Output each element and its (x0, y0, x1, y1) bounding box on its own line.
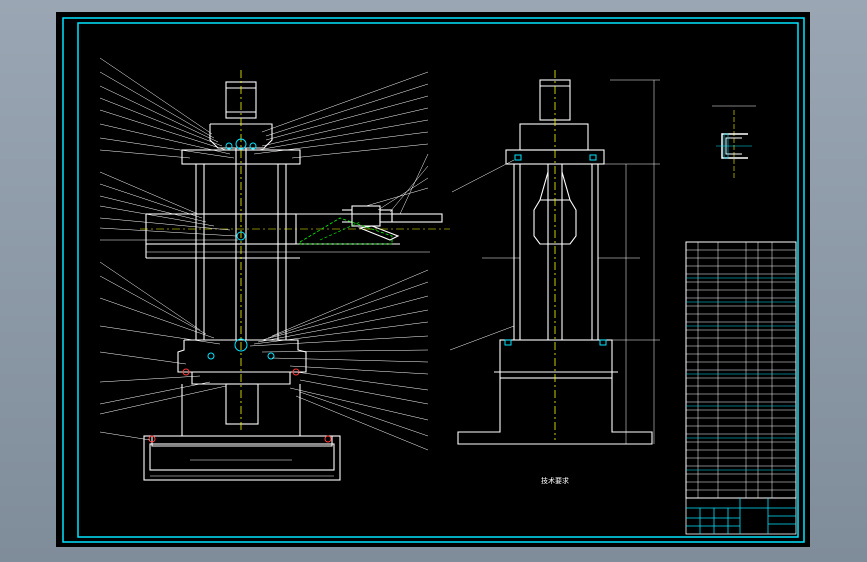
side-slider (533, 199, 577, 245)
side-view (457, 79, 660, 445)
outer-frame (62, 17, 805, 543)
title-block (685, 497, 797, 535)
pedestal-shaft (225, 383, 259, 425)
technical-requirements-title: 技术要求 (541, 477, 569, 485)
side-base-flange (499, 339, 613, 379)
inner-frame (77, 22, 799, 538)
actuator-rod (391, 213, 443, 223)
actuator (351, 205, 381, 227)
drawing-sheet (56, 12, 810, 547)
base-flange (177, 339, 307, 373)
front-view-annotations (140, 70, 450, 477)
parts-list-table (685, 241, 797, 499)
parts-list-cyan-rows (686, 277, 796, 471)
leader-lines-right (249, 71, 429, 451)
side-view-annotations (449, 70, 640, 440)
leader-lines-left (99, 57, 238, 441)
machine-base (143, 435, 341, 481)
section-detail (712, 105, 756, 180)
front-view (143, 81, 443, 481)
